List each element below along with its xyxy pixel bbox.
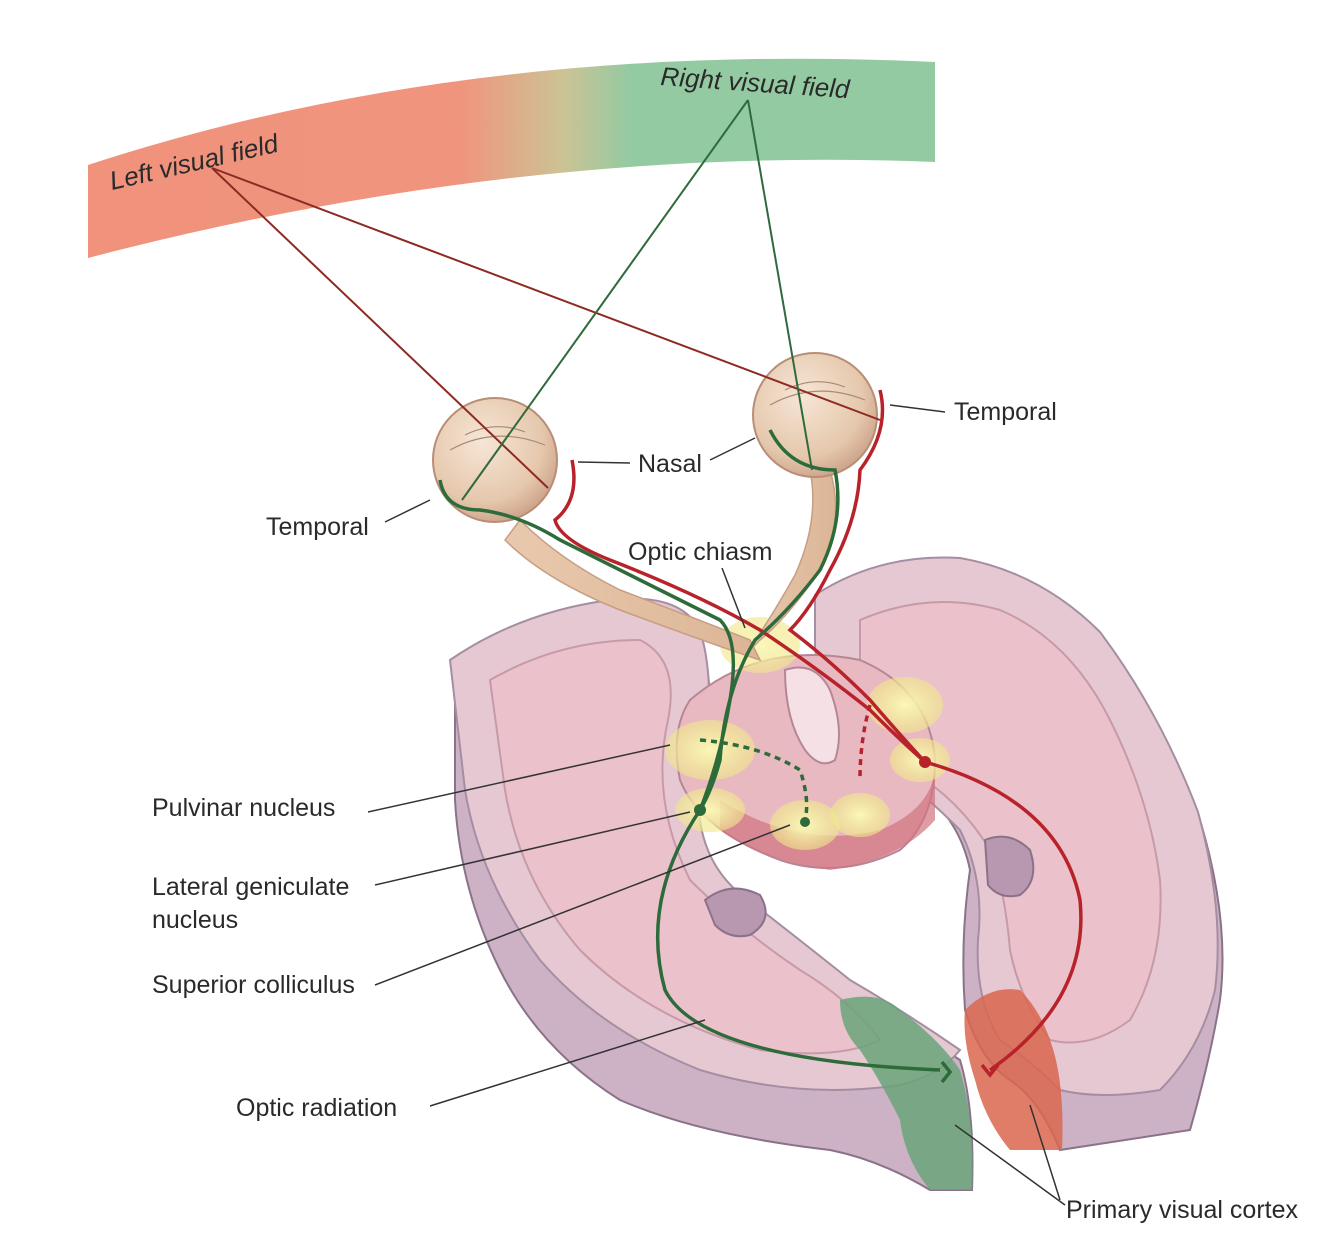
leader-lines bbox=[367, 404, 1066, 1206]
optic-chiasm-label: Optic chiasm bbox=[628, 538, 772, 566]
temporal-left-label: Temporal bbox=[266, 513, 369, 541]
green-pathway bbox=[438, 429, 953, 1084]
left-optic-nerve bbox=[504, 518, 762, 662]
lateral-geniculate-label-line2: nucleus bbox=[152, 906, 238, 934]
temporal-right-label: Temporal bbox=[954, 398, 1057, 426]
lateral-geniculate-label-line1: Lateral geniculate bbox=[152, 873, 349, 901]
right-colliculus-glow bbox=[830, 793, 890, 837]
left-eye bbox=[432, 397, 558, 523]
superior-colliculus-label: Superior colliculus bbox=[152, 971, 355, 999]
optic-chiasm-glow bbox=[720, 617, 800, 673]
visual-rays bbox=[211, 99, 881, 501]
optic-radiation-label: Optic radiation bbox=[236, 1094, 397, 1122]
right-pulvinar-glow bbox=[867, 677, 943, 733]
red-pathway bbox=[553, 389, 1083, 1078]
pulvinar-nucleus-label: Pulvinar nucleus bbox=[152, 794, 335, 822]
primary-visual-cortex-label: Primary visual cortex bbox=[1066, 1196, 1298, 1224]
nasal-label: Nasal bbox=[638, 450, 702, 478]
right-eye bbox=[752, 352, 878, 478]
left-pulvinar-glow bbox=[665, 720, 755, 780]
left-visual-cortex-green bbox=[840, 996, 973, 1190]
left-lgn-glow bbox=[675, 788, 745, 832]
left-hemisphere bbox=[448, 597, 974, 1191]
visual-field-arc bbox=[88, 58, 935, 258]
